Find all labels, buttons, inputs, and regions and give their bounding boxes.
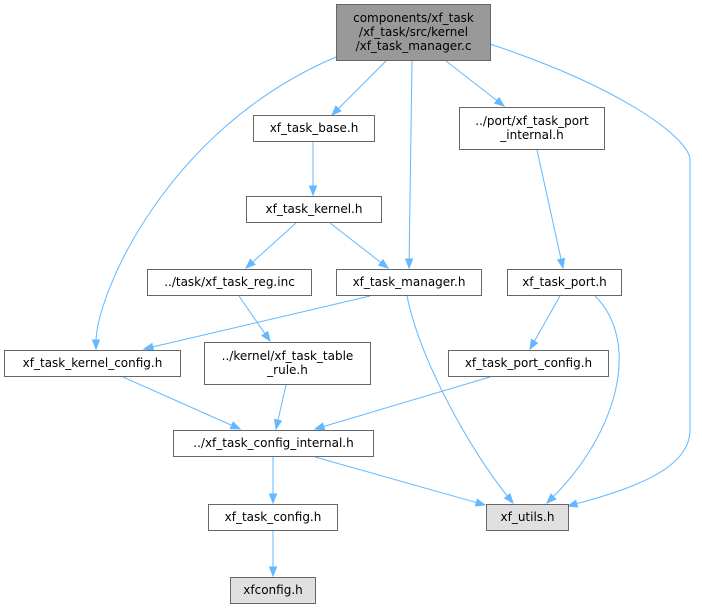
edge-task_kernel-to-task_reg (251, 222, 297, 264)
node-box (486, 504, 569, 531)
node-label-line: xf_task_kernel.h (266, 202, 363, 216)
node-label-line: xf_task_port_config.h (465, 356, 592, 370)
edge-arrowhead (91, 339, 101, 351)
node-label-line: xf_task_kernel_config.h (23, 356, 163, 370)
node-box (173, 430, 374, 457)
node-box (459, 107, 605, 150)
edge-arrowhead (142, 342, 155, 351)
node-label-line: ../port/xf_task_port (475, 114, 589, 128)
node-label-line: xf_task_config.h (225, 510, 322, 524)
edge-arrowhead (229, 421, 242, 430)
node-box (208, 504, 338, 531)
edge-arrowhead (244, 258, 256, 269)
node-root[interactable]: components/xf_task/xf_task/src/kernel/xf… (336, 4, 491, 61)
node-utils[interactable]: xf_utils.h (486, 504, 569, 531)
edge-arrowhead (566, 499, 579, 508)
node-label-line: /xf_task_manager.c (356, 39, 472, 53)
node-label-line: xfconfig.h (243, 583, 302, 597)
edge-arrowhead (546, 493, 557, 504)
node-task-base[interactable]: xf_task_base.h (253, 115, 375, 142)
node-box (448, 350, 609, 377)
edge-task_manager_h-to-utils (406, 295, 509, 498)
node-label-line: xf_task_base.h (270, 121, 359, 135)
node-task-reg[interactable]: ../task/xf_task_reg.inc (147, 269, 312, 296)
node-box (4, 350, 181, 377)
edge-task_port-to-port_config (533, 295, 561, 343)
edge-arrowhead (313, 422, 326, 431)
node-label-line: xf_utils.h (501, 510, 555, 524)
edge-arrowhead (377, 258, 390, 269)
node-label-line: xf_task_port.h (522, 275, 607, 289)
node-box (246, 196, 382, 223)
edge-port_internal-to-task_port (536, 149, 562, 261)
edge-task_manager_h-to-kernel_config (151, 295, 371, 348)
edge-arrowhead (474, 498, 487, 507)
edge-arrowhead (308, 185, 318, 197)
edge-task_reg-to-table_rule (238, 295, 266, 335)
node-box (336, 4, 491, 61)
node-box (253, 115, 375, 142)
node-label-line: _internal.h (499, 128, 563, 142)
edge-config_internal-to-utils (314, 456, 478, 504)
node-label-line: xf_task_manager.h (353, 275, 466, 289)
node-port-internal[interactable]: ../port/xf_task_port_internal.h (459, 107, 605, 150)
edge-arrowhead (268, 566, 278, 578)
edge-kernel_config-to-config_internal (122, 376, 233, 427)
node-label-line: ../task/xf_task_reg.inc (164, 275, 295, 289)
edge-arrowhead (268, 493, 278, 505)
edge-table_rule-to-config_internal (277, 384, 287, 422)
node-table-rule[interactable]: ../kernel/xf_task_table_rule.h (204, 342, 371, 385)
node-label-line: ../kernel/xf_task_table (222, 349, 354, 363)
edge-arrowhead (503, 492, 514, 505)
edge-arrowhead (493, 96, 506, 107)
node-label-line: ../xf_task_config_internal.h (193, 436, 353, 450)
node-task-port[interactable]: xf_task_port.h (507, 269, 622, 296)
edge-arrowhead (331, 105, 342, 116)
node-label-line: _rule.h (266, 363, 308, 377)
node-box (230, 577, 316, 604)
nodes-layer: components/xf_task/xf_task/src/kernel/xf… (4, 4, 622, 604)
edge-task_kernel-to-task_manager_h (329, 222, 382, 264)
node-box (507, 269, 622, 296)
node-config-internal[interactable]: ../xf_task_config_internal.h (173, 430, 374, 457)
node-kernel-config[interactable]: xf_task_kernel_config.h (4, 350, 181, 377)
edge-root-to-task_manager_h (408, 60, 413, 261)
node-box (336, 269, 482, 296)
edge-task_port-to-utils (552, 295, 620, 498)
edge-arrowhead (261, 330, 271, 343)
node-box (147, 269, 312, 296)
edges-layer (91, 43, 691, 578)
edge-root-to-kernel_config (95, 56, 337, 342)
node-xfconfig[interactable]: xfconfig.h (230, 577, 316, 604)
edge-arrowhead (556, 257, 566, 270)
edge-port_config-to-config_internal (322, 376, 491, 428)
edge-arrowhead (404, 258, 414, 270)
edge-arrowhead (529, 338, 539, 351)
node-task-config[interactable]: xf_task_config.h (208, 504, 338, 531)
edge-root-to-utils (489, 43, 691, 505)
node-task-kernel[interactable]: xf_task_kernel.h (246, 196, 382, 223)
edge-root-to-task_base (337, 60, 387, 110)
node-box (204, 342, 371, 385)
node-label-line: components/xf_task (353, 11, 474, 25)
node-task-manager-h[interactable]: xf_task_manager.h (336, 269, 482, 296)
node-port-config[interactable]: xf_task_port_config.h (448, 350, 609, 377)
node-label-line: /xf_task/src/kernel (359, 25, 468, 39)
edge-arrowhead (273, 418, 283, 431)
edge-root-to-port_internal (445, 60, 498, 102)
